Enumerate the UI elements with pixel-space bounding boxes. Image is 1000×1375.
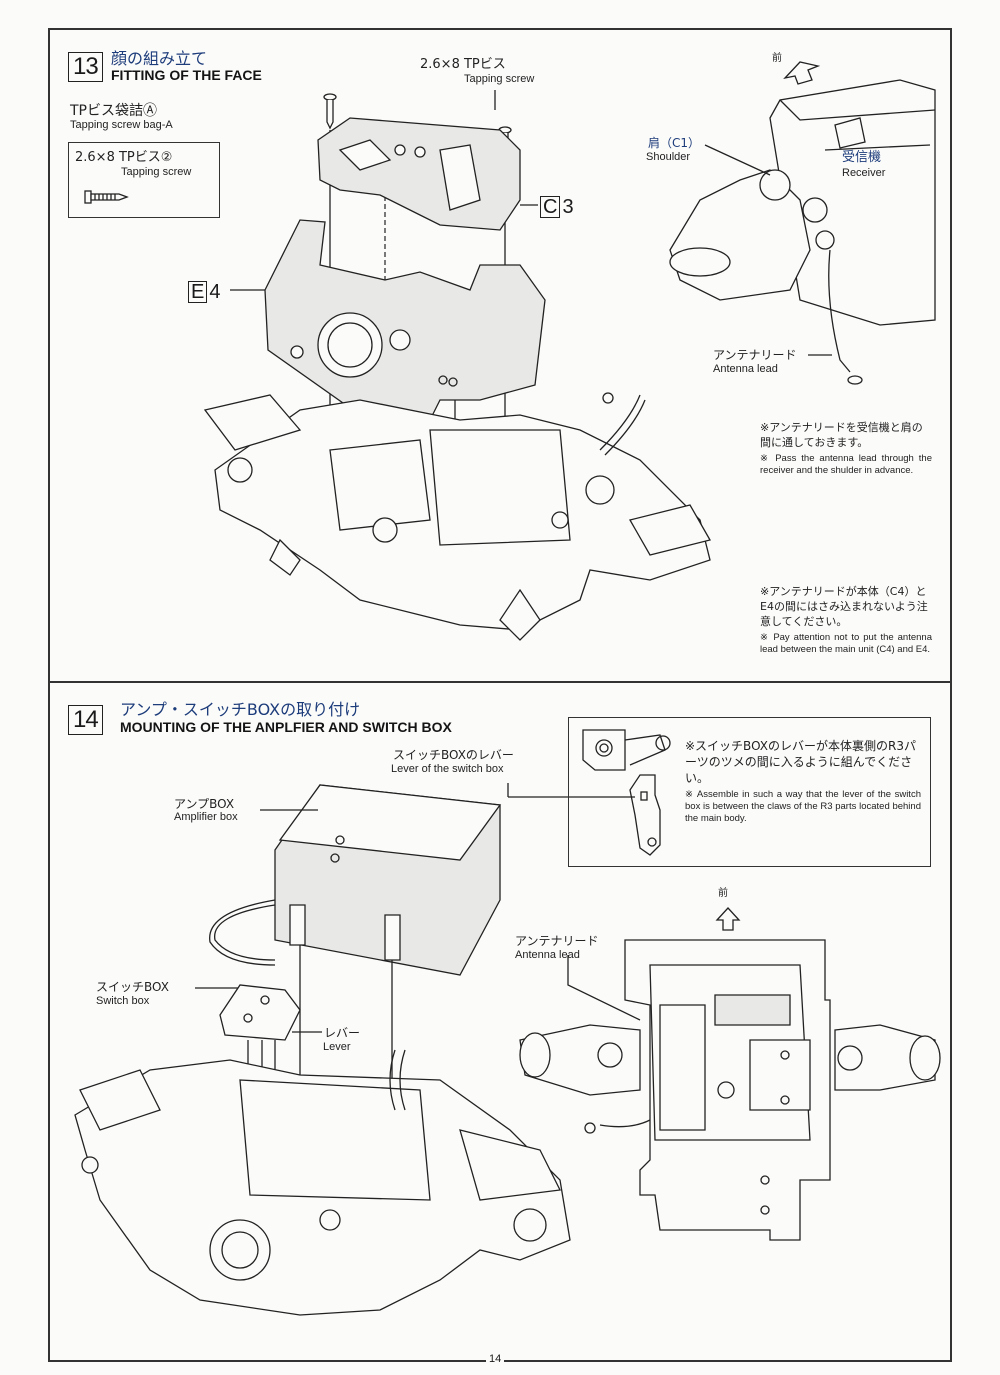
antenna-label-en-14: Antenna lead (515, 949, 580, 961)
note-2-en: ※ Pay attention not to put the antenna l… (760, 632, 932, 655)
shoulder-label-jp: 肩（C1） (648, 136, 701, 150)
main-body-step14-drawing (74, 1049, 571, 1316)
bag-label-jp: TPビス袋詰Ⓐ (70, 103, 157, 119)
amplifier-box-drawing (260, 784, 502, 1130)
tapping-screw-icon (84, 190, 129, 204)
bag-item-jp: 2.6×8 TPビス② (75, 150, 173, 165)
lever-note-jp: ※スイッチBOXのレバーが本体裏側のR3パーツのツメの間に入るように組んでくださ… (685, 739, 916, 785)
note-2-jp: ※アンテナリードが本体（C4）とE4の間にはさみ込まれないよう注意してください。 (760, 585, 928, 628)
switch-box-jp: スイッチBOX (96, 980, 169, 994)
lever-en: Lever (323, 1041, 351, 1053)
lever-note: ※スイッチBOXのレバーが本体裏側のR3パーツのツメの間に入るように組んでくださ… (685, 738, 921, 825)
step-14-number: 14 (68, 705, 103, 735)
note-1-en: ※ Pass the antenna lead through the rece… (760, 453, 932, 476)
bag-label-en: Tapping screw bag-A (70, 119, 173, 131)
screw-label-en: Tapping screw (464, 73, 535, 85)
screw-label-jp: 2.6×8 TPビス (420, 57, 506, 72)
part-c3-drawing (317, 117, 538, 231)
step-13-number: 13 (68, 52, 103, 82)
front-arrow-14-icon (715, 907, 741, 931)
top-view-drawing (519, 939, 941, 1241)
receiver-shoulder-detail-drawing (669, 79, 936, 385)
antenna-label-jp-14: アンテナリード (515, 934, 599, 948)
lever-switch-box-en: Lever of the switch box (391, 763, 504, 775)
step-14-title-en: MOUNTING OF THE ANPLFIER AND SWITCH BOX (120, 719, 452, 735)
step-14-title-jp: アンプ・スイッチBOXの取り付け (120, 700, 361, 719)
antenna-label-en-13: Antenna lead (713, 363, 778, 375)
switch-box-en: Switch box (96, 995, 150, 1007)
front-label-14: 前 (718, 888, 728, 899)
lever-switch-box-jp: スイッチBOXのレバー (393, 748, 514, 762)
screw-bag-box: 2.6×8 TPビス② Tapping screw (68, 142, 220, 218)
receiver-label-jp: 受信機 (842, 150, 882, 165)
lever-detail-drawing (507, 729, 671, 856)
step-13-title-en: FITTING OF THE FACE (111, 67, 262, 83)
note-1: ※アンテナリードを受信機と肩の間に通しておきます。 ※ Pass the ant… (760, 420, 932, 477)
lever-note-en: ※ Assemble in such a way that the lever … (685, 789, 921, 824)
front-label-13: 前 (772, 53, 782, 64)
main-body-step13-drawing (203, 392, 711, 641)
section-divider (48, 681, 952, 683)
lever-note-box: ※スイッチBOXのレバーが本体裏側のR3パーツのツメの間に入るように組んでくださ… (568, 717, 931, 867)
part-e4-drawing (230, 219, 546, 421)
step-13-title-jp: 顔の組み立て (111, 49, 208, 68)
front-arrow-icon (783, 61, 821, 85)
tapping-screw-left-icon (323, 93, 337, 130)
lever-jp: レバー (324, 1026, 361, 1040)
receiver-label-en: Receiver (842, 167, 886, 179)
bag-item-en: Tapping screw (121, 166, 192, 178)
note-1-jp: ※アンテナリードを受信機と肩の間に通しておきます。 (760, 421, 923, 449)
note-2: ※アンテナリードが本体（C4）とE4の間にはさみ込まれないよう注意してください。… (760, 584, 932, 656)
page-number: 14 (486, 1353, 505, 1365)
antenna-label-jp-13: アンテナリード (713, 348, 797, 362)
shoulder-label-en: Shoulder (646, 151, 691, 163)
amp-box-jp: アンプBOX (174, 797, 235, 811)
amp-box-en: Amplifier box (174, 811, 238, 823)
